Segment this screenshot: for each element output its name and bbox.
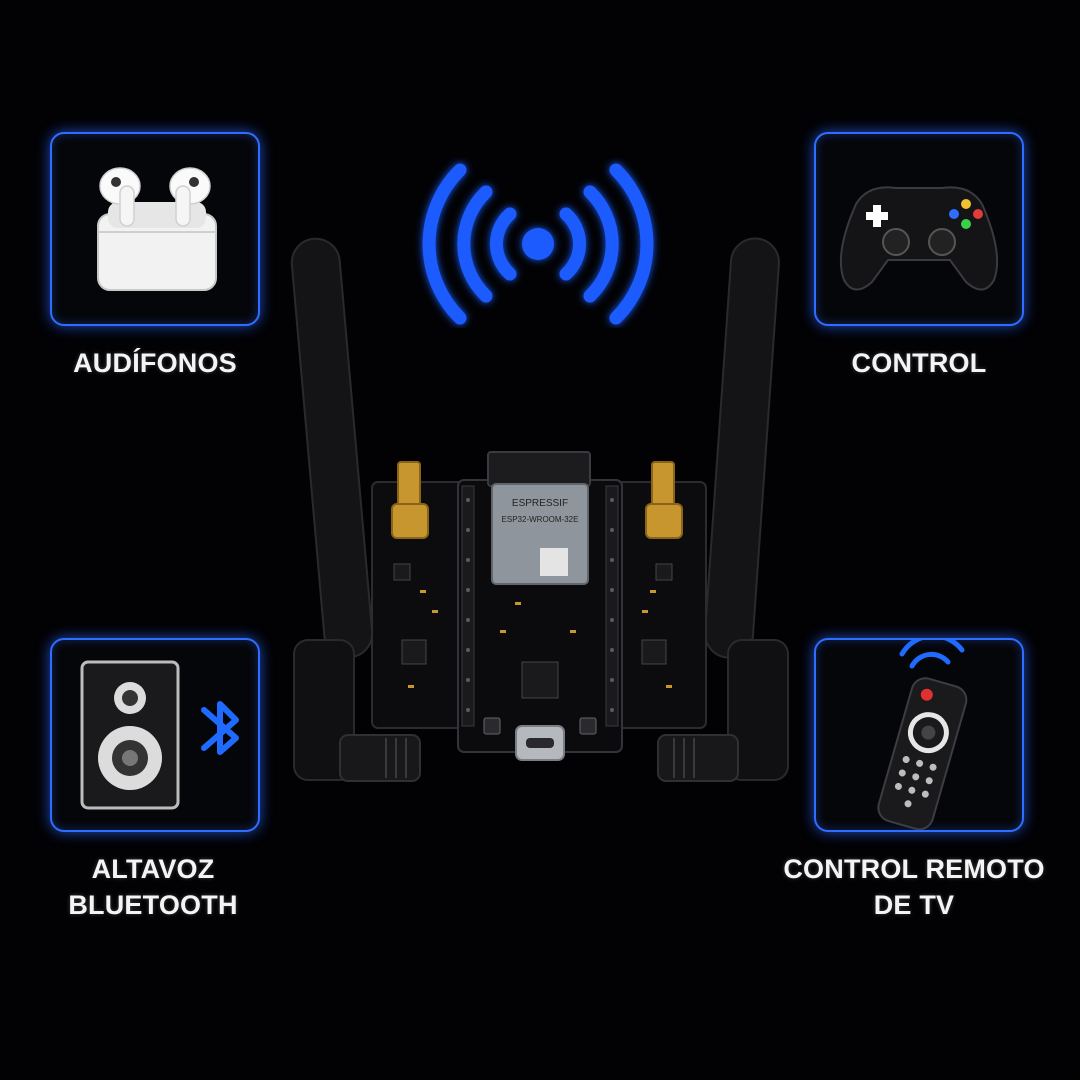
module-model: ESP32-WROOM-32E <box>502 515 579 524</box>
antenna-icon <box>657 237 789 782</box>
remote-label: CONTROL REMOTO DE TV <box>783 854 1045 920</box>
bluetooth-icon <box>201 701 239 755</box>
gamepad-label: CONTROL <box>851 348 987 378</box>
antenna-icon <box>290 237 421 782</box>
wireless-signal-icon <box>422 163 654 325</box>
earbuds-icon <box>97 167 217 291</box>
module-brand: ESPRESSIF <box>512 498 568 509</box>
speaker-card <box>50 638 260 832</box>
headphones-label: AUDÍFONOS <box>73 348 237 378</box>
gamepad-card <box>814 132 1024 326</box>
tv-remote-icon <box>877 640 968 830</box>
gamepad-icon <box>839 186 999 291</box>
speaker-label: ALTAVOZ BLUETOOTH <box>68 854 238 920</box>
remote-card <box>814 638 1024 832</box>
headphones-card <box>50 132 260 326</box>
esp32-board-icon: ESPRESSIF ESP32-WROOM-32E <box>290 237 789 782</box>
speaker-icon <box>80 660 180 810</box>
